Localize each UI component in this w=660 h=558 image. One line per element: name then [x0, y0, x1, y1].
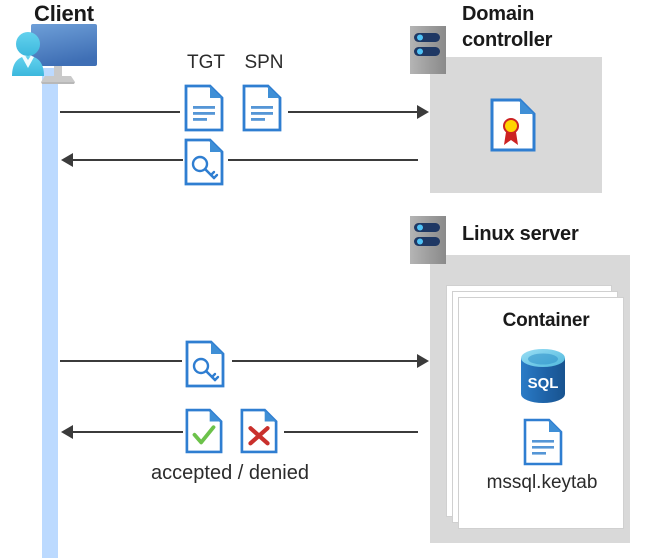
- sql-database-icon: SQL: [518, 348, 568, 409]
- service-ticket-key-icon: [184, 138, 224, 191]
- message-3-arrowhead: [417, 354, 429, 368]
- accepted-denied-label: accepted / denied: [151, 462, 309, 484]
- tgt-label: TGT: [187, 52, 225, 73]
- linux-server-rack-icon: [410, 216, 446, 269]
- container-card-front[interactable]: [458, 297, 624, 529]
- client-title: Client: [34, 1, 94, 26]
- certificate-icon: [490, 98, 536, 157]
- message-1-line-right: [288, 111, 418, 113]
- accepted-check-icon: [185, 408, 223, 459]
- spn-label: SPN: [244, 52, 284, 73]
- message-1-arrowhead: [417, 105, 429, 119]
- message-2-line-right: [228, 159, 418, 161]
- message-3-line-right: [232, 360, 418, 362]
- message-3-line-left: [60, 360, 182, 362]
- svg-text:SQL: SQL: [528, 375, 559, 392]
- message-1-line-left: [60, 111, 180, 113]
- domain-controller-rack-icon: [410, 26, 446, 79]
- keytab-label: mssql.keytab: [486, 472, 598, 493]
- container-title: Container: [502, 310, 590, 331]
- denied-cross-icon: [240, 408, 278, 459]
- service-ticket-key-icon: [185, 340, 225, 393]
- domain-controller-title: Domain controller: [462, 1, 652, 53]
- message-2-arrowhead: [61, 153, 73, 167]
- domain-controller-title-line2: controller: [462, 29, 553, 51]
- user-monitor-icon: [8, 22, 118, 92]
- message-4-line-right: [284, 431, 418, 433]
- tgt-document-icon: [184, 84, 224, 137]
- client-lifeline: [42, 68, 58, 558]
- spn-document-icon: [242, 84, 282, 137]
- keytab-file-icon: [523, 418, 563, 471]
- domain-controller-title-line1: Domain: [462, 3, 535, 25]
- message-2-line-left: [73, 159, 183, 161]
- message-4-arrowhead: [61, 425, 73, 439]
- message-4-line-left: [73, 431, 183, 433]
- linux-server-title: Linux server: [462, 223, 579, 245]
